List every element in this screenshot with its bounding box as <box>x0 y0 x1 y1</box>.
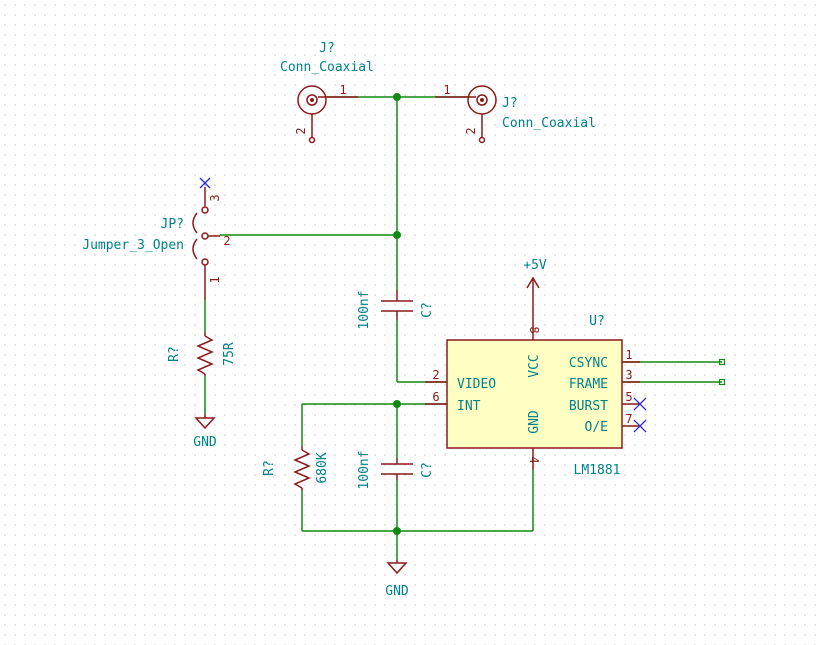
resistor-75r[interactable]: R? 75R <box>167 332 237 376</box>
wires <box>204 96 722 560</box>
ic-pin-number-burst: 5 <box>625 390 632 404</box>
coax-connector-left[interactable]: J? Conn_Coaxial 1 2 <box>280 41 374 144</box>
junction <box>393 400 401 408</box>
coax-right-pin1: 1 <box>443 83 450 97</box>
coax-right-pin2: 2 <box>464 127 478 134</box>
ic-pin-name-video: VIDEO <box>457 377 496 392</box>
ic-pin-number-frame: 3 <box>625 368 632 382</box>
junction <box>393 231 401 239</box>
capacitor-int[interactable]: 100nf C? <box>357 450 435 489</box>
ic-pin-number-video: 2 <box>432 368 439 382</box>
ic-pin-number-vcc: 8 <box>527 326 541 333</box>
ic-pin-name-gnd: GND <box>527 410 542 434</box>
power-5v-label: +5V <box>523 258 547 273</box>
gnd-left-label: GND <box>193 435 217 450</box>
ic-pin-name-burst: BURST <box>569 399 608 414</box>
cap-coupling-value: 100nf <box>357 290 372 329</box>
capacitor-coupling[interactable]: 100nf C? <box>357 290 435 330</box>
junction <box>393 527 401 535</box>
ic-pin-number-oe: 7 <box>625 412 632 426</box>
cap-int-value: 100nf <box>357 450 372 489</box>
coax-left-value: Conn_Coaxial <box>280 60 374 75</box>
ic-pin-number-csync: 1 <box>625 348 632 362</box>
jumper-pin1: 1 <box>208 276 222 283</box>
junction <box>393 93 401 101</box>
no-connect-marker <box>633 419 647 433</box>
gnd-symbol-left: GND <box>193 414 217 450</box>
ic-ref: U? <box>589 314 605 329</box>
frame-terminal[interactable] <box>718 378 726 386</box>
cap-coupling-ref: C? <box>420 302 435 318</box>
ic-lm1881[interactable]: 2 6 1 3 5 7 8 4 VIDEO INT CSYNC FRAME BU… <box>425 314 726 478</box>
coax-right-ref: J? <box>502 96 518 111</box>
ic-pin-name-int: INT <box>457 399 481 414</box>
no-connect-marker <box>199 177 211 189</box>
coax-left-ref: J? <box>319 41 335 56</box>
power-5v-symbol: +5V <box>523 258 547 318</box>
coax-right-value: Conn_Coaxial <box>502 116 596 131</box>
ic-pin-number-int: 6 <box>432 390 439 404</box>
no-connect-marker <box>633 397 647 411</box>
jumper-pin2: 2 <box>223 234 230 248</box>
ic-pin-number-gnd: 4 <box>527 456 541 463</box>
r75-ref: R? <box>167 346 182 362</box>
ic-pin-name-vcc: VCC <box>527 354 542 377</box>
jumper-3-open[interactable]: JP? Jumper_3_Open 3 2 1 <box>82 177 231 300</box>
r680k-ref: R? <box>262 460 277 476</box>
jumper-value: Jumper_3_Open <box>82 238 184 253</box>
ic-pin-name-csync: CSYNC <box>569 356 608 371</box>
r680k-value: 680K <box>315 452 330 483</box>
coax-left-pin1: 1 <box>339 83 346 97</box>
gnd-symbol-bottom: GND <box>385 560 409 599</box>
ic-value: LM1881 <box>574 463 621 478</box>
coax-left-pin2: 2 <box>294 127 308 134</box>
ic-pin-name-oe: O/E <box>585 420 608 435</box>
jumper-pin3: 3 <box>208 194 222 201</box>
junctions <box>393 93 401 535</box>
gnd-bottom-label: GND <box>385 584 409 599</box>
coax-connector-right[interactable]: J? Conn_Coaxial 1 2 <box>435 83 596 144</box>
ic-pin-name-frame: FRAME <box>569 377 608 392</box>
jumper-ref: JP? <box>161 217 184 232</box>
resistor-680k[interactable]: R? 680K <box>262 446 330 491</box>
csync-terminal[interactable] <box>718 358 726 366</box>
r75-value: 75R <box>222 342 237 366</box>
cap-int-ref: C? <box>420 462 435 478</box>
